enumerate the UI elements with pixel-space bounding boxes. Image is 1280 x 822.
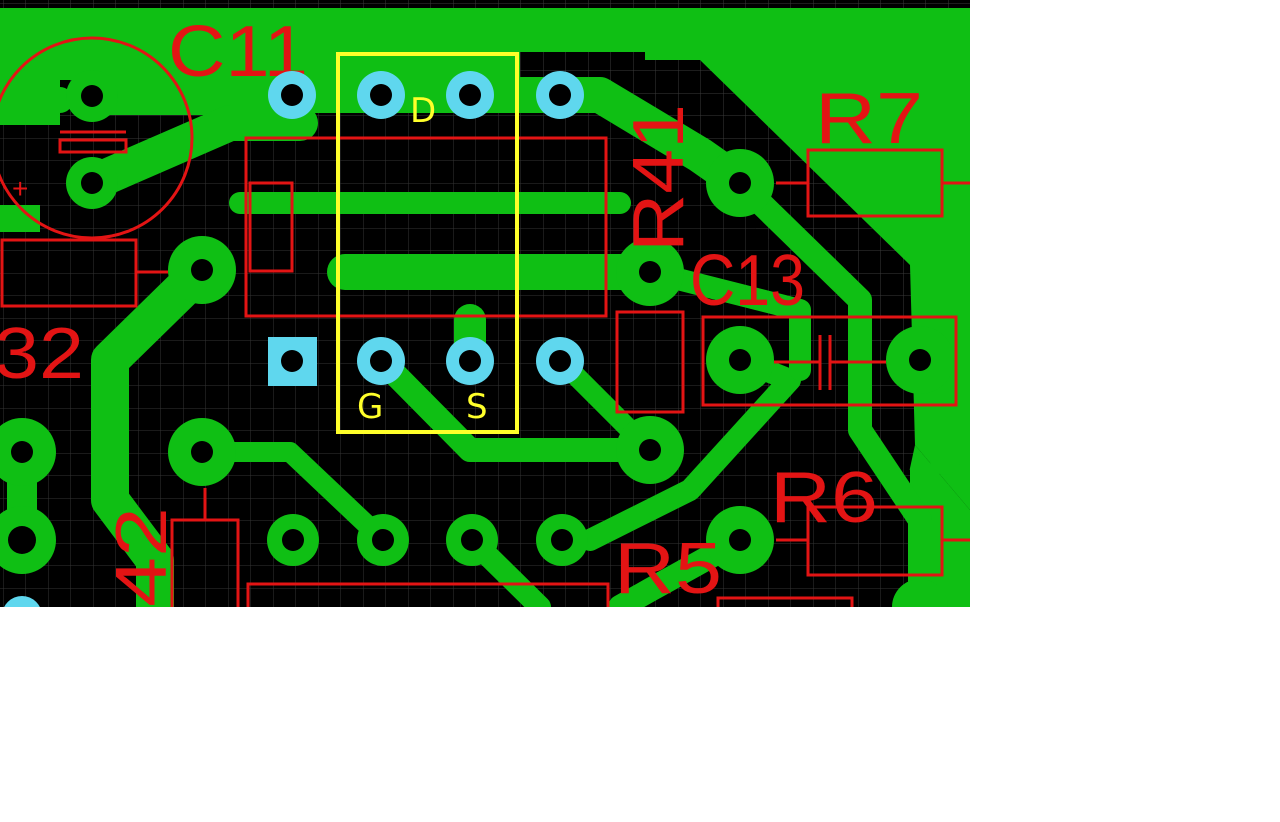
component-pads (2, 71, 584, 607)
pcb-canvas[interactable]: C11 R7 R41 C13 R6 R5 32 42 + (0, 0, 970, 607)
pad-top-1[interactable] (268, 71, 316, 119)
mosfet-body-outline (244, 136, 608, 318)
silkscreen-layer (0, 36, 970, 607)
drill-hole (639, 261, 661, 283)
mosfet-tab-outline (248, 181, 294, 273)
trace-r41-down (728, 171, 932, 607)
drill-hole (8, 526, 36, 554)
pin-label-source: S (466, 387, 488, 427)
trace-gate (369, 348, 662, 462)
label-r42-partial: 42 (102, 507, 182, 607)
pad-drain-2[interactable] (446, 71, 494, 119)
trace-r6-link (608, 528, 752, 607)
pin-label-drain: D (410, 91, 436, 131)
trace-c13-upper (639, 261, 811, 381)
drill-hole (81, 85, 103, 107)
pad-gate[interactable] (357, 337, 405, 385)
label-r41: R41 (619, 104, 699, 252)
copper-pour-top (0, 8, 970, 510)
drill-hole (551, 529, 573, 551)
c11-polarity-mark: + (12, 173, 28, 204)
c11-polarity-bar (58, 138, 128, 154)
drill-hole (191, 441, 213, 463)
drill-hole (461, 529, 483, 551)
copper-pour-left-lower (0, 205, 40, 232)
r5-outline (716, 596, 854, 607)
pcb-layout-viewport[interactable]: C11 R7 R41 C13 R6 R5 32 42 + (0, 0, 970, 607)
drill-hole (909, 349, 931, 371)
drill-hole (191, 259, 213, 281)
trace-left-diagonal (91, 251, 221, 607)
pad-drain-1[interactable] (357, 71, 405, 119)
mosfet-highlight-box[interactable] (336, 52, 519, 434)
designator-labels: C11 R7 R41 C13 R6 R5 32 42 + (0, 12, 923, 607)
pad-square-pin1[interactable] (268, 337, 317, 386)
drill-hole (372, 529, 394, 551)
pad-bottom-4[interactable] (536, 337, 584, 385)
label-r6: R6 (770, 458, 878, 538)
pad-top-4[interactable] (536, 71, 584, 119)
pin-labels: D G S (357, 91, 488, 427)
drill-hole (729, 529, 751, 551)
drill-holes (8, 85, 931, 554)
pad-bottom-right[interactable] (892, 579, 948, 607)
trace-c11-lower (74, 105, 318, 201)
drill-hole (729, 349, 751, 371)
label-r32-partial: 32 (0, 314, 84, 394)
label-c13: C13 (690, 241, 805, 321)
c11-outline (0, 36, 194, 240)
drill-hole (282, 529, 304, 551)
c13-outline (701, 315, 958, 407)
drill-hole (639, 439, 661, 461)
drill-hole (11, 441, 33, 463)
pad-edge-partial[interactable] (2, 596, 42, 607)
bottom-part-outline (246, 582, 610, 607)
pad-source[interactable] (446, 337, 494, 385)
pin-label-gate: G (357, 387, 383, 427)
drill-hole (729, 172, 751, 194)
label-r5: R5 (614, 529, 722, 607)
label-r7: R7 (815, 79, 923, 159)
drill-hole (81, 172, 103, 194)
r41-body-outline (615, 310, 685, 414)
